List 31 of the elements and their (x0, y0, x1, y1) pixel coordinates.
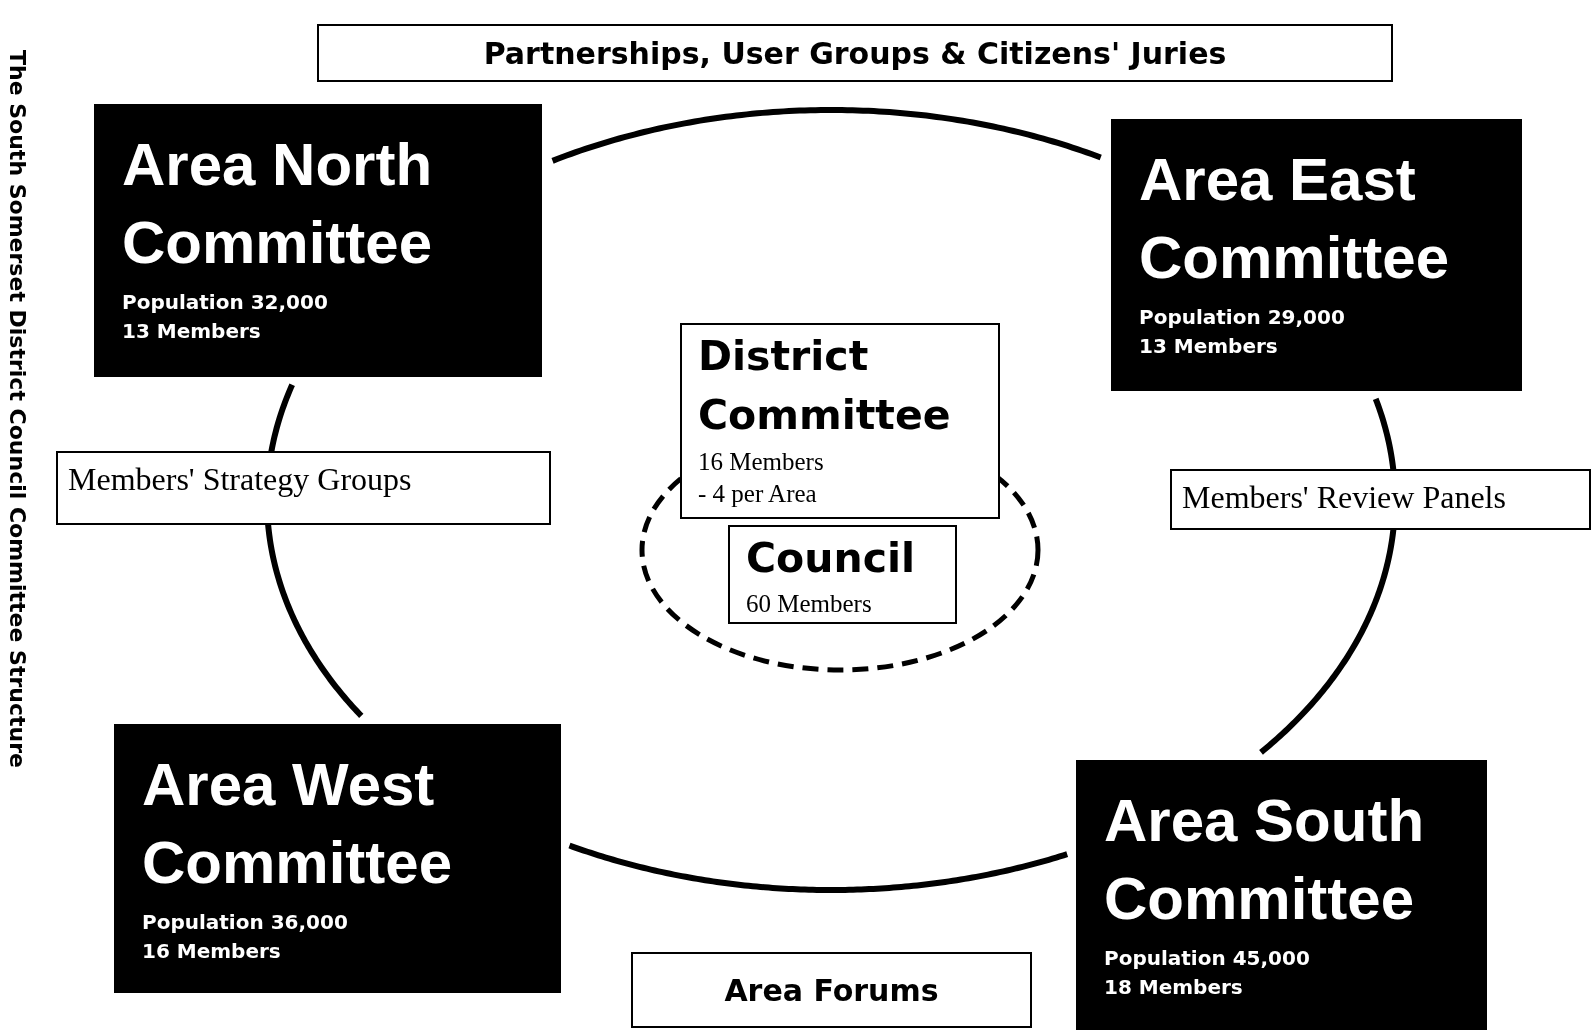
committee-detail: Population 45,000 (1104, 945, 1311, 972)
committee-detail: Population 32,000 (122, 289, 329, 316)
committee-name: Council (746, 533, 917, 584)
committee-detail: 13 Members (122, 318, 262, 345)
committee-box (94, 104, 542, 377)
group-box (317, 24, 1393, 82)
committee-name: Area East Committee (1139, 145, 1451, 293)
committee-detail: 13 Members (1139, 333, 1279, 360)
committee-detail: Population 36,000 (142, 909, 349, 936)
committee-detail: 16 Members - 4 per Area (698, 446, 825, 510)
group-label: Partnerships, User Groups & Citizens' Juries (483, 35, 1227, 71)
committee-name: Area North Committee (122, 130, 434, 278)
committee-box (1076, 760, 1487, 1030)
edge-label: Members' Strategy Groups (56, 451, 551, 525)
committee-box (114, 724, 561, 993)
title: The South Somerset District Council Committee Structure (5, 50, 30, 768)
committee-name: Area South Committee (1104, 786, 1426, 934)
connector-arc (551, 107, 1102, 164)
committee-detail: 60 Members (746, 589, 873, 620)
committee-name: Area West Committee (142, 750, 454, 898)
committee-box (728, 525, 957, 624)
committee-box (680, 323, 1000, 519)
committee-name: District Committee (698, 331, 952, 442)
connector-arc (568, 842, 1069, 893)
committee-detail: Population 29,000 (1139, 304, 1346, 331)
committee-detail: 18 Members (1104, 974, 1244, 1001)
edge-label: Members' Review Panels (1170, 469, 1591, 530)
group-box (631, 952, 1032, 1028)
group-label: Area Forums (724, 972, 939, 1008)
committee-box (1111, 119, 1522, 391)
committee-detail: 16 Members (142, 938, 282, 965)
